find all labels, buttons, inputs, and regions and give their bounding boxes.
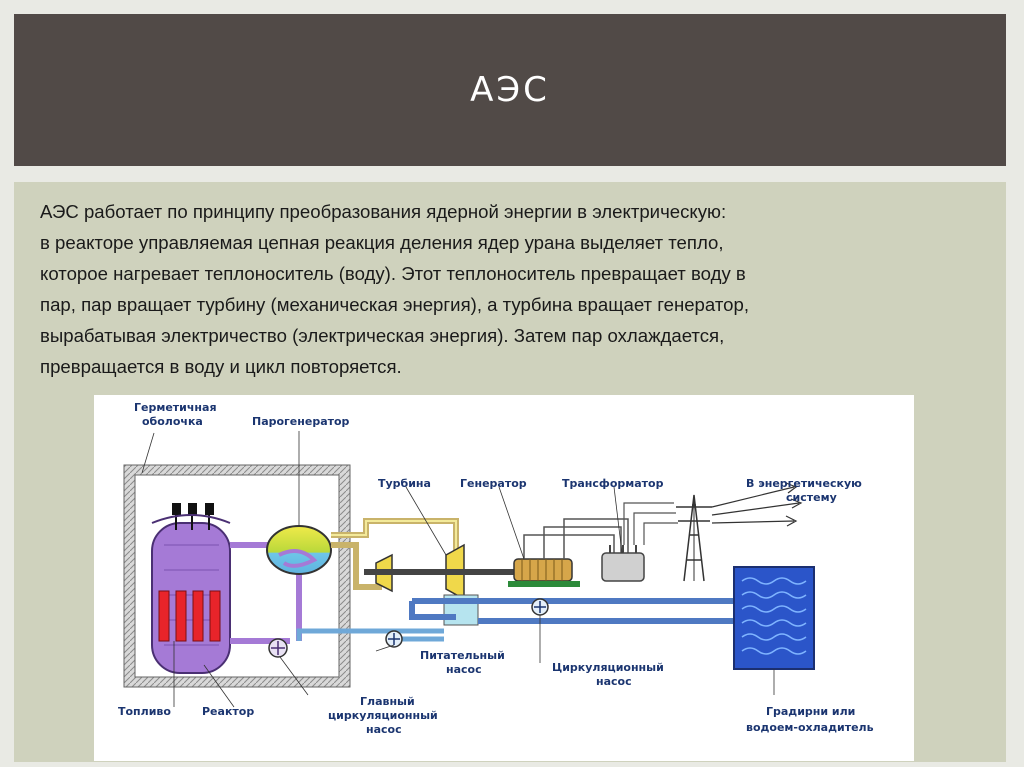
label-turbine: Турбина — [378, 477, 431, 490]
paragraph-line: АЭС работает по принципу преобразования … — [40, 201, 727, 222]
transformer-icon — [601, 545, 645, 582]
label-fuel: Топливо — [118, 705, 171, 718]
generator-icon — [508, 518, 629, 587]
power-tower-icon — [623, 482, 803, 582]
pump-icon — [268, 638, 288, 658]
label-grid-l1: В энергетическую — [746, 477, 862, 490]
label-feed-pump-l2: насос — [446, 663, 482, 676]
label-containment-l2: оболочка — [142, 415, 203, 428]
title-bar: АЭС — [14, 14, 1006, 166]
reactor-vessel-icon — [151, 503, 231, 674]
label-generator: Генератор — [460, 477, 527, 490]
cooling-pond-icon — [733, 566, 815, 670]
slide-title: АЭС — [470, 70, 550, 110]
pump-icon — [385, 630, 403, 648]
body-paragraph: АЭС работает по принципу преобразования … — [40, 196, 980, 382]
label-circ-pump-l2: насос — [596, 675, 632, 688]
steam-generator-icon — [266, 525, 332, 575]
leader-lines — [141, 431, 775, 708]
npp-schematic-diagram: Герметичная оболочка Парогенератор Турби… — [94, 395, 914, 761]
label-grid-l2: систему — [786, 491, 837, 504]
label-feed-pump-l1: Питательный — [420, 649, 505, 662]
label-steam-generator: Парогенератор — [252, 415, 350, 428]
paragraph-line: вырабатывая электричество (электрическая… — [40, 325, 725, 346]
npp-schematic-svg: Герметичная оболочка Парогенератор Турби… — [118, 401, 874, 736]
label-main-pump-l1: Главный — [360, 695, 415, 708]
cooling-water-pipes — [296, 598, 734, 642]
label-transformer: Трансформатор — [562, 477, 664, 490]
label-cooling-l1: Градирни или — [766, 705, 855, 718]
label-main-pump-l3: насос — [366, 723, 402, 736]
paragraph-line: пар, пар вращает турбину (механическая э… — [40, 294, 749, 315]
pump-icon — [531, 598, 549, 616]
paragraph-line: которое нагревает теплоноситель (воду). … — [40, 263, 746, 284]
label-cooling-l2: водоем-охладитель — [746, 721, 874, 734]
paragraph-line: в реакторе управляемая цепная реакция де… — [40, 232, 724, 253]
label-containment-l1: Герметичная — [134, 401, 217, 414]
label-main-pump-l2: циркуляционный — [328, 709, 438, 722]
turbine-icon — [364, 543, 514, 626]
label-circ-pump-l1: Циркуляционный — [552, 661, 664, 674]
label-reactor: Реактор — [202, 705, 254, 718]
paragraph-line: превращается в воду и цикл повторяется. — [40, 356, 402, 377]
steam-pipe — [331, 518, 459, 590]
fuel-rods-icon — [158, 590, 221, 642]
